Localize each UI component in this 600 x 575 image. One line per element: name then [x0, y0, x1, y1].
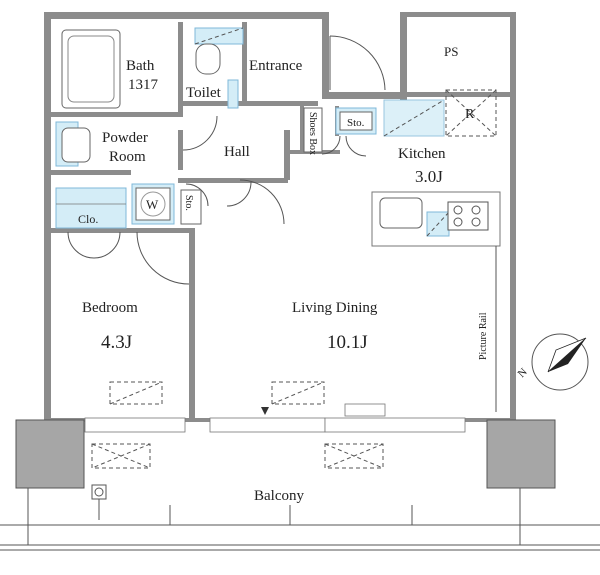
label-hall: Hall: [224, 144, 250, 160]
kitchen-counter: [379, 197, 489, 237]
label-refrigerator: R: [465, 107, 475, 122]
label-kitchen-size: 3.0J: [415, 167, 443, 186]
label-balcony: Balcony: [254, 488, 304, 504]
windows: [84, 403, 466, 433]
storage-kitchen: [335, 107, 377, 135]
label-living-dining-size: 10.1J: [327, 332, 368, 353]
ceiling-markers: [91, 381, 384, 469]
label-shoes-box: Shoes Box: [307, 112, 318, 155]
refrigerator-space: [383, 89, 497, 137]
label-kitchen: Kitchen: [398, 146, 446, 162]
label-bath-size: 1317: [128, 77, 159, 93]
bath-fixtures: [61, 29, 121, 109]
entry-marker-icon: [261, 407, 269, 415]
label-storage-kitchen: Sto.: [347, 117, 365, 129]
label-bath: Bath: [126, 58, 155, 74]
storage-small: [180, 189, 202, 225]
label-bedroom: Bedroom: [82, 300, 138, 316]
shoes-box: [303, 107, 323, 153]
label-ps: PS: [444, 44, 458, 59]
label-entrance: Entrance: [249, 58, 303, 74]
label-room: Room: [109, 149, 146, 165]
label-powder: Powder: [102, 130, 148, 146]
doors: [67, 35, 386, 285]
compass-icon: [531, 333, 589, 391]
label-closet: Clo.: [78, 212, 98, 226]
label-washer: W: [146, 197, 159, 212]
compass-north-label: N: [516, 366, 530, 380]
label-picture-rail: Picture Rail: [478, 312, 489, 360]
toilet-fixture: [194, 27, 244, 109]
label-toilet: Toilet: [186, 85, 222, 101]
label-storage-small: Sto.: [183, 195, 194, 211]
balcony-area: [0, 419, 600, 551]
label-living-dining: Living Dining: [292, 300, 378, 316]
vanity: [55, 121, 91, 167]
washer-area: [131, 183, 175, 225]
label-bedroom-size: 4.3J: [101, 332, 132, 353]
closet: [55, 187, 127, 229]
